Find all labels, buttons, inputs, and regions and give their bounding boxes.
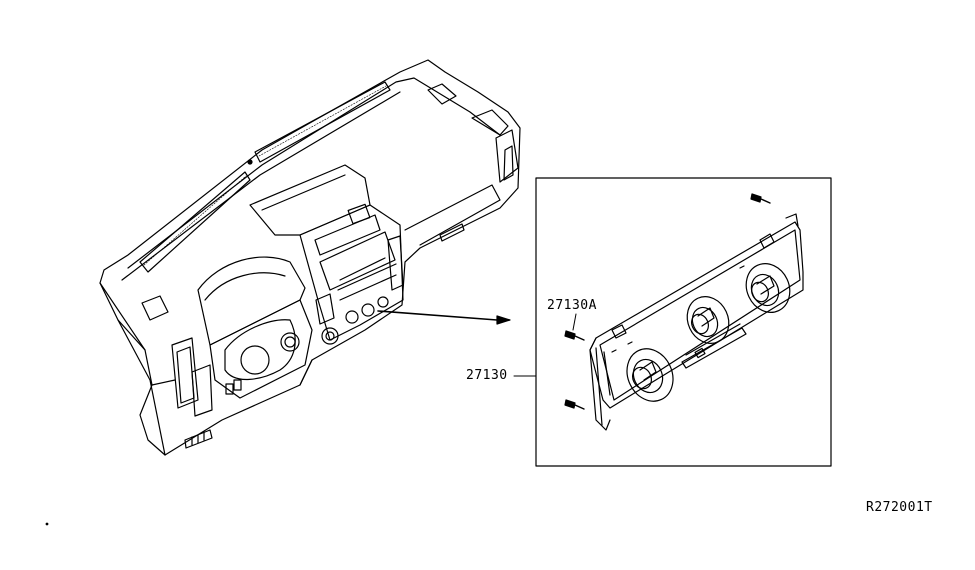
screw-icon: [564, 399, 585, 410]
screw-icon: [750, 193, 771, 204]
arrow-icon: [377, 310, 511, 325]
callout-27130: 27130: [466, 368, 508, 383]
diagram-code: R272001T: [866, 500, 933, 515]
screw-icon: [564, 330, 585, 341]
heater-control-unit-illustration: [589, 213, 804, 431]
dashboard-illustration: [99, 59, 521, 456]
callout-27130a: 27130A: [547, 298, 597, 313]
